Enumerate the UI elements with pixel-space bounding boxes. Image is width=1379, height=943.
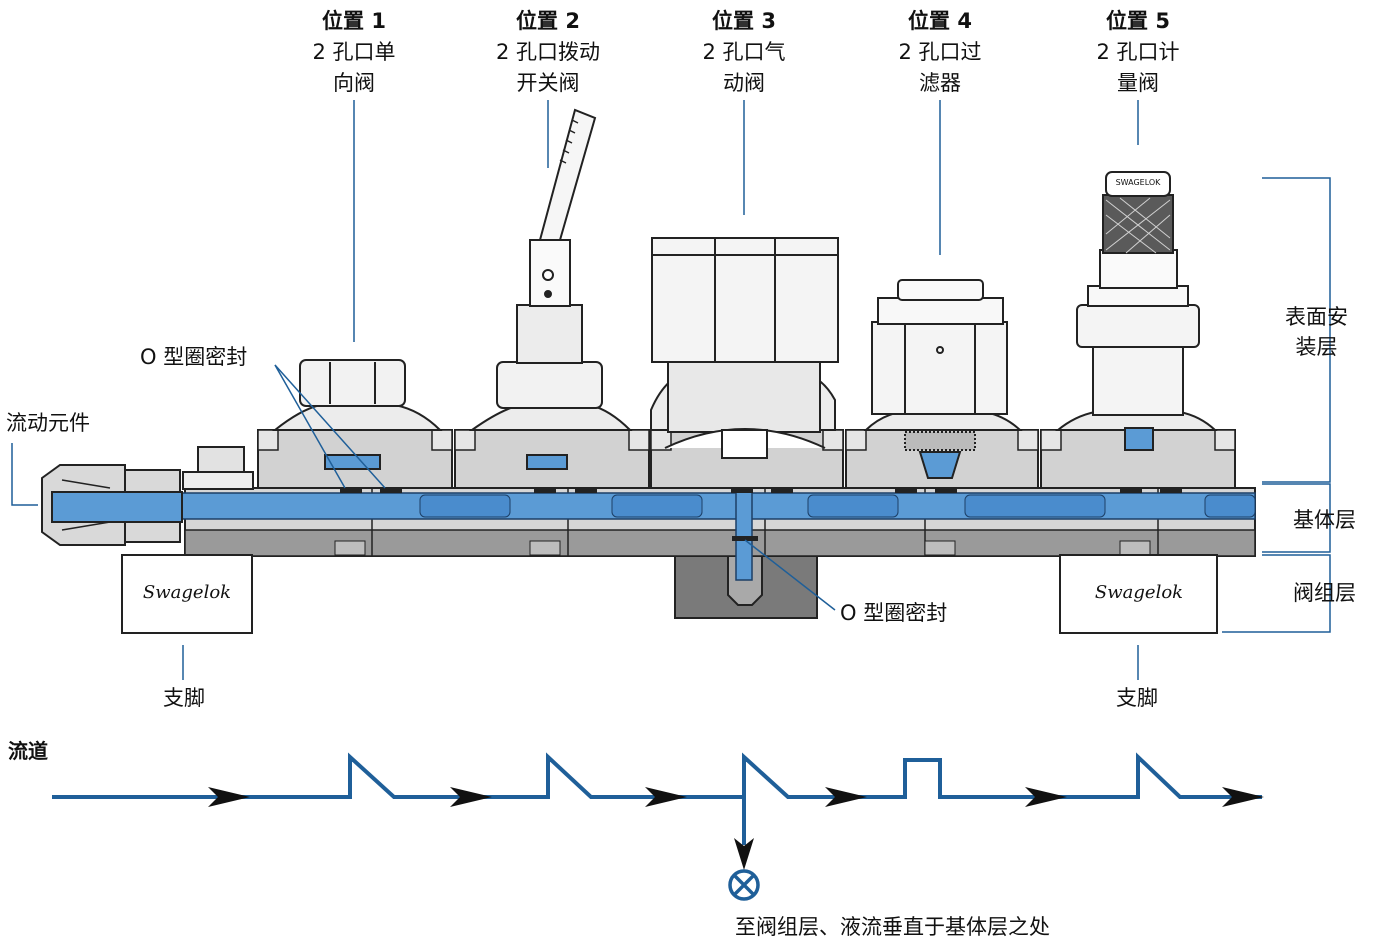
metering-valve [1055,171,1218,451]
position-4-line2: 滤器 [919,71,961,95]
o-ring-marks [340,488,1182,541]
swagelok-cap-label: SWAGELOK [1115,178,1161,187]
filter [863,279,1023,479]
flow-path-line [52,752,1262,845]
foot-left [121,554,253,634]
position-1-line1: 2 孔口单 [312,40,396,64]
position-1-label: 位置 1 2 孔口单 向阀 [284,6,424,99]
swagelok-logo-right: Swagelok [1094,582,1184,603]
position-5-label: 位置 5 2 孔口计 量阀 [1068,6,1208,99]
pneumatic-valve [650,237,839,459]
drain-symbol [728,869,760,901]
surface-layer-line1: 表面安 [1285,305,1348,329]
surface-layer-label: 表面安 装层 [1285,302,1348,362]
position-5-line1: 2 孔口计 [1096,40,1180,64]
oring-label-top: O 型圈密封 [140,345,248,369]
swagelok-logo-left: Swagelok [142,582,232,603]
oring-label-bottom: O 型圈密封 [840,601,948,625]
position-2-title: 位置 2 [516,9,580,33]
flow-arrowheads [208,787,1264,870]
flow-component-label: 流动元件 [6,411,90,435]
foot-left-label: 支脚 [163,686,205,710]
position-4-line1: 2 孔口过 [898,40,982,64]
toggle-valve [468,108,633,470]
foot-right [1059,554,1218,634]
position-2-label: 位置 2 2 孔口拨动 开关阀 [478,6,618,99]
drain-note: 至阀组层、液流垂直于基体层之处 [735,915,1050,939]
position-4-title: 位置 4 [908,9,972,33]
check-valve [272,359,443,470]
surface-layer-line2: 装层 [1295,335,1338,359]
base-layer-label: 基体层 [1293,508,1356,532]
position-4-label: 位置 4 2 孔口过 滤器 [870,6,1010,99]
position-5-line2: 量阀 [1117,71,1159,95]
position-1-title: 位置 1 [322,9,386,33]
flow-path-title: 流道 [8,739,48,763]
foot-right-label: 支脚 [1116,686,1158,710]
position-5-title: 位置 5 [1106,9,1170,33]
position-2-line1: 2 孔口拨动 [495,40,601,64]
position-1-line2: 向阀 [333,71,375,95]
position-3-line1: 2 孔口气 [702,40,786,64]
manifold-layer-label: 阀组层 [1293,581,1356,605]
leader-lines [11,100,1331,680]
position-3-title: 位置 3 [712,9,776,33]
position-3-label: 位置 3 2 孔口气 动阀 [674,6,814,99]
position-2-line2: 开关阀 [516,71,580,95]
position-3-line2: 动阀 [723,71,765,95]
inlet-fitting [41,464,183,546]
